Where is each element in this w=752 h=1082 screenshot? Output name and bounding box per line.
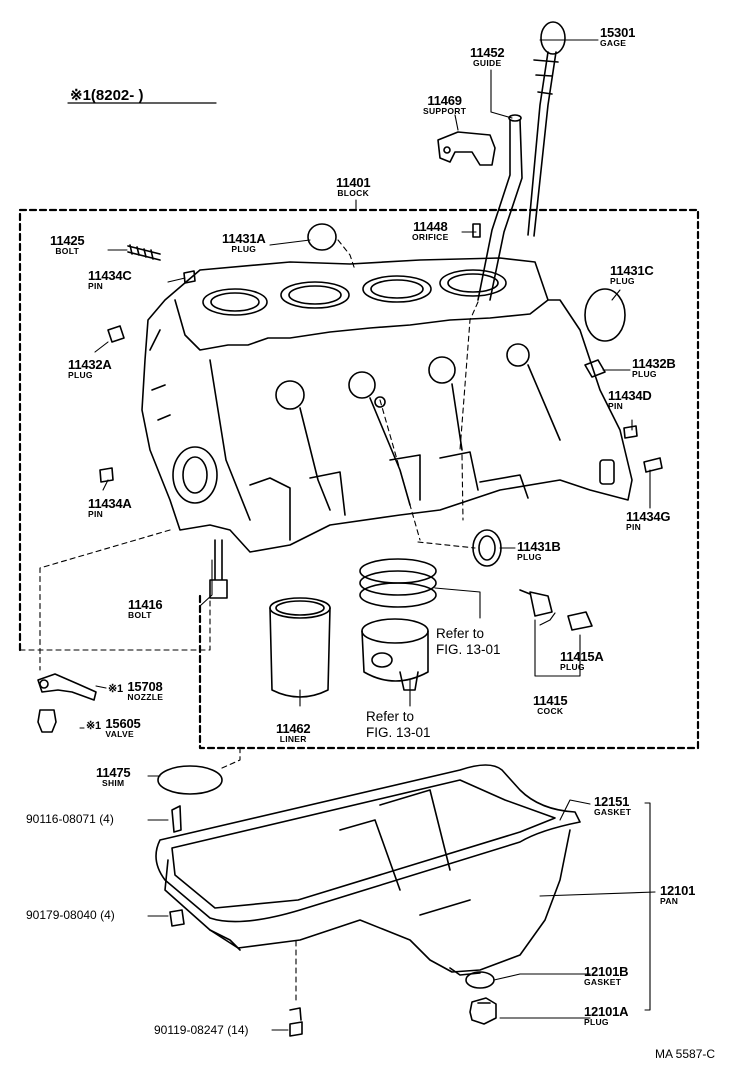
- fastener-90116: 90116-08071 (4): [26, 812, 114, 826]
- leader-lines: [79, 39, 656, 1031]
- shim-ring: [157, 765, 223, 795]
- fastener-90119: 90119-08247 (14): [154, 1023, 249, 1037]
- block-group-dashed-boundary: [18, 208, 700, 750]
- cylinder-block: [141, 257, 633, 553]
- piston: [361, 618, 429, 691]
- fastener-90179: 90179-08040 (4): [26, 908, 115, 922]
- drain-plug-gasket: [465, 971, 495, 989]
- dipstick-gage: [527, 21, 566, 237]
- guide-support-bracket: [437, 131, 496, 166]
- drain-plug: [469, 997, 497, 1025]
- document-code: MA 5587-C: [655, 1047, 716, 1061]
- pan-fasteners: [169, 805, 303, 1037]
- dipstick-guide-tube: [477, 114, 523, 301]
- oil-pan-gasket: [155, 764, 581, 923]
- oil-pan: [164, 789, 571, 976]
- block-small-parts: [99, 223, 663, 631]
- applicability-header: ※1(8202- ): [70, 87, 144, 104]
- piston-rings: [359, 558, 437, 608]
- cylinder-liner: [269, 597, 331, 698]
- oil-nozzle-and-valve: [37, 673, 97, 733]
